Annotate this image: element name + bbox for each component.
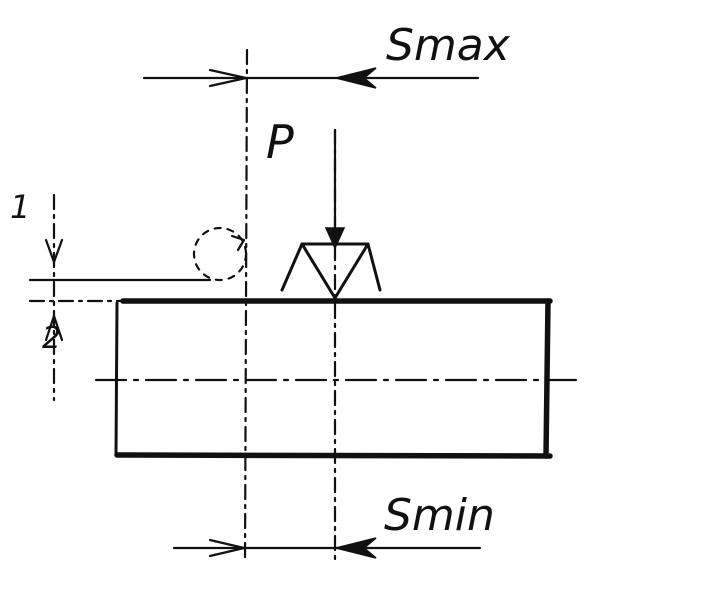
rotation-circle-outline — [192, 226, 248, 282]
s-min-arrow-right — [335, 537, 377, 559]
force-label: P — [266, 115, 294, 169]
vertical-dimension-arrows — [44, 238, 64, 342]
vertical-axis-left — [243, 48, 249, 562]
rotation-arrow-icon — [230, 234, 246, 252]
s-max-dimension: Smax — [142, 20, 511, 89]
force-arrow-head — [324, 227, 346, 250]
s-min-dimension: Smin — [172, 490, 495, 559]
s-max-arrow-right — [335, 67, 377, 89]
tool — [280, 128, 382, 300]
s-min-arrow-left — [208, 538, 246, 558]
s-min-label: Smin — [384, 490, 495, 541]
s-max-arrow-left — [208, 68, 248, 88]
tool-inner-shape — [300, 242, 370, 300]
workpiece — [94, 298, 580, 459]
dim-label-bottom: 2 — [42, 321, 61, 356]
arrow-up-to-surface — [44, 314, 64, 342]
rotation-circle — [192, 226, 248, 282]
dim-label-top: 1 — [10, 188, 30, 226]
s-max-label: Smax — [386, 20, 511, 71]
arrow-down-to-line — [44, 238, 64, 264]
workpiece-bottom-edge — [114, 452, 553, 459]
workpiece-right-edge — [543, 298, 551, 459]
